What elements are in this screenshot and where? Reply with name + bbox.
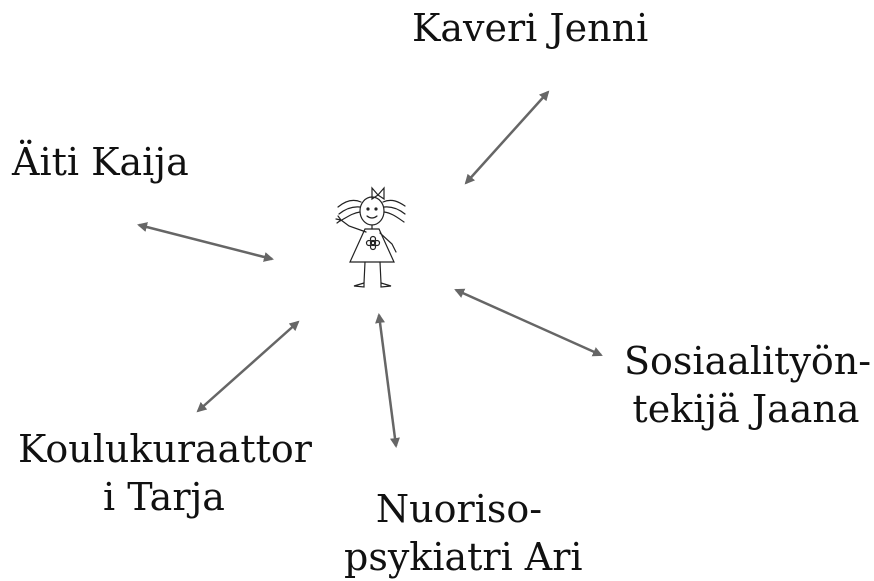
node-sosiaali-line-2: tekijä Jaana — [632, 387, 860, 431]
girl-figure-icon — [335, 186, 406, 288]
node-nuoriso-line-1: Nuoriso- — [375, 487, 543, 531]
arrow-koulu — [196, 320, 300, 413]
node-kaveri-line-1: Kaveri Jenni — [412, 6, 649, 50]
node-kaveri: Kaveri Jenni — [412, 4, 649, 52]
node-aiti: Äiti Kaija — [12, 138, 189, 186]
arrow-sosiaali — [454, 288, 603, 357]
node-koulu-line-1: Koulukuraattor — [18, 427, 312, 471]
node-koulu-line-2: i Tarja — [103, 475, 225, 519]
node-sosiaali-line-1: Sosiaalityön- — [624, 339, 872, 383]
arrow-kaveri — [464, 90, 550, 185]
node-sosiaali: Sosiaalityön- tekijä Jaana — [624, 337, 872, 433]
node-nuoriso-line-2: psykiatri Ari — [344, 535, 583, 579]
node-koulu: Koulukuraattor i Tarja — [18, 425, 312, 521]
node-aiti-line-1: Äiti Kaija — [12, 140, 189, 184]
arrow-aiti — [137, 222, 274, 262]
node-nuoriso: Nuoriso- psykiatri Ari — [344, 485, 583, 581]
arrow-nuoriso — [375, 313, 400, 448]
